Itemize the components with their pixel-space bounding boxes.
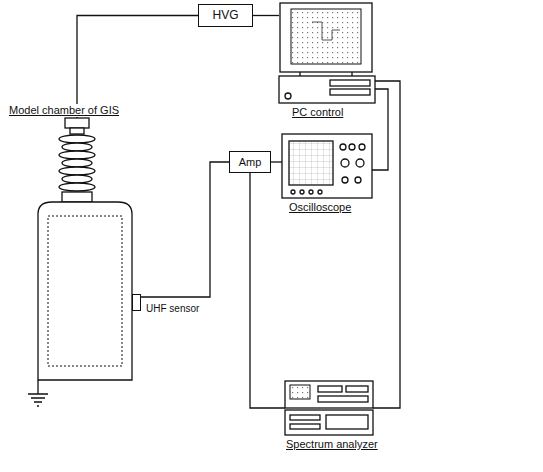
oscilloscope-body [282,134,372,198]
signal-wire [141,162,229,297]
signal-wire [253,15,279,16]
signal-wire [373,81,400,408]
gis-chamber [38,118,132,380]
device-label: Model chamber of GIS [8,104,120,117]
signal-wire [250,173,285,408]
pc-monitor [280,3,372,76]
box-label: Amp [239,156,262,169]
oscilloscope-unit: Oscilloscope [282,134,372,198]
pc-base [279,76,375,103]
device-label: Spectrum analyzer [285,438,379,451]
pc-unit: PC control [279,2,375,103]
gis-chamber: Model chamber of GISUHF sensor [38,118,132,380]
amplifier-box: Amp [229,151,271,173]
device-label: UHF sensor [145,303,200,315]
box-label: HVG [212,9,238,23]
device-label: Oscilloscope [288,201,352,214]
signal-wire [77,16,198,119]
signal-wire [271,161,282,162]
uhf-sensor: UHF sensor [132,294,141,311]
device-label: PC control [291,106,344,119]
ground-symbol [28,380,48,406]
signal-wire [372,89,388,170]
spectrum-analyzer-body [285,381,373,435]
spectrum-analyzer-unit: Spectrum analyzer [285,381,373,435]
generator-box: HVG [198,4,253,27]
